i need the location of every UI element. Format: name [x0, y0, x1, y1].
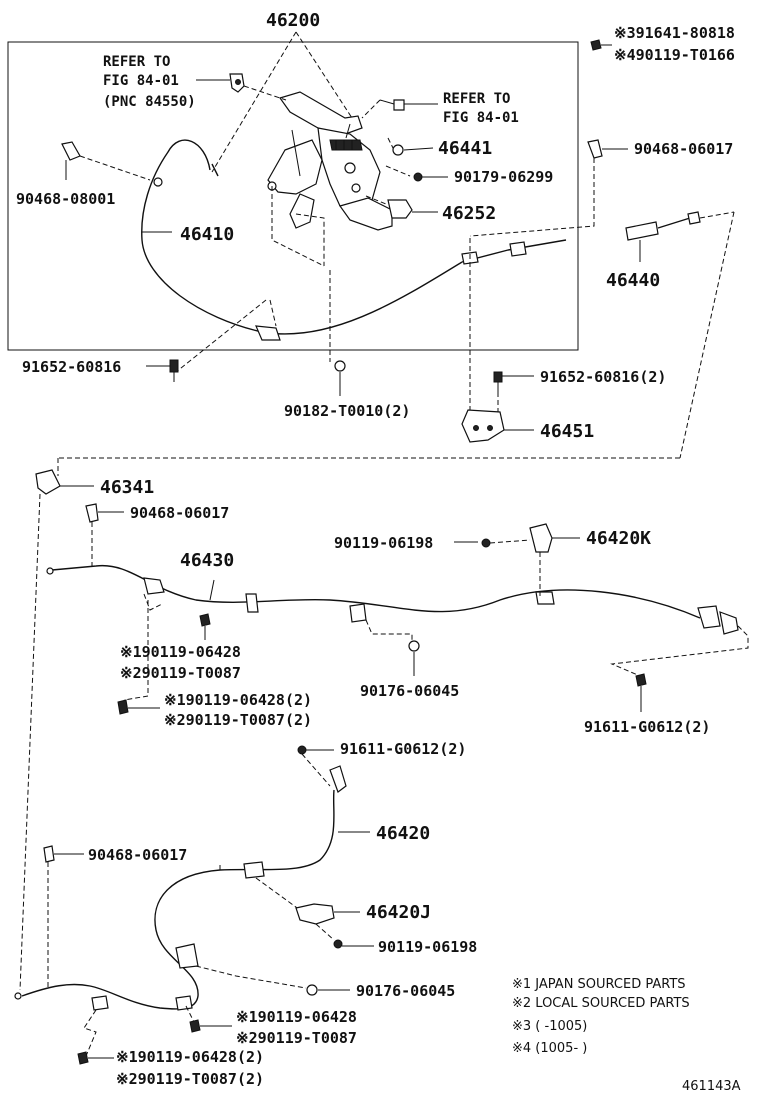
bolt-90119-06428-d — [77, 1009, 114, 1065]
ref2-line-a: REFER TO — [443, 91, 510, 107]
bolt-90119-06428-a — [123, 593, 211, 701]
bolt-91652-b — [469, 238, 534, 414]
label-90468-06017-b: 90468-06017 — [130, 504, 229, 522]
note-japan-sourced: ※1 JAPAN SOURCED PARTS — [512, 977, 686, 992]
dashed-left-vertical — [19, 493, 41, 991]
bolt-90119-06428-c — [185, 1005, 232, 1033]
label-90119-06428-c: ※190119-06428 — [236, 1008, 357, 1026]
note-range-until-1005: ※3 ( -1005) — [512, 1019, 587, 1034]
label-90119-t0087-c: ※290119-T0087 — [236, 1029, 357, 1047]
label-90468-08001: 90468-08001 — [16, 190, 115, 208]
label-46200: 46200 — [266, 10, 320, 31]
bolt-91611-b — [297, 745, 334, 787]
ref2-line-b: FIG 84-01 — [443, 110, 519, 126]
note-range-from-1005: ※4 (1005- ) — [512, 1041, 587, 1056]
label-90119-06198-a: 90119-06198 — [334, 534, 433, 552]
cable-46420 — [14, 765, 370, 1011]
cable-46440 — [461, 211, 701, 265]
label-91611-g0612-a: 91611-G0612(2) — [584, 718, 710, 736]
bolt-91641 — [590, 39, 612, 51]
label-46440: 46440 — [606, 270, 660, 291]
label-46420k: 46420K — [586, 528, 651, 549]
clip-90468-06017-b — [85, 503, 124, 566]
label-90176-06045-a: 90176-06045 — [360, 682, 459, 700]
label-90119-06198-b: 90119-06198 — [378, 938, 477, 956]
nut-90179 — [385, 165, 448, 182]
parking-brake-pedal-assembly — [267, 91, 393, 231]
label-90468-06017-c: 90468-06017 — [88, 846, 187, 864]
cable-46410 — [141, 139, 463, 373]
label-90119-t0166: ※490119-T0166 — [614, 46, 735, 64]
part-46341 — [35, 469, 94, 495]
part-46252 — [365, 195, 438, 219]
label-90119-06428-b: ※190119-06428(2) — [164, 691, 312, 709]
leader-pedal-bolts — [271, 186, 331, 362]
note-local-sourced: ※2 LOCAL SOURCED PARTS — [512, 996, 690, 1011]
bolt-91652-a — [146, 359, 179, 382]
part-46441 — [387, 137, 434, 156]
clip-90468-08001 — [61, 141, 151, 181]
dashed-connector-main — [57, 211, 735, 476]
part-46420k — [454, 523, 580, 596]
bolt-90119-06428-b — [117, 699, 160, 715]
cable-46430 — [46, 564, 749, 677]
nut-90182 — [334, 360, 346, 396]
label-90176-06045-b: 90176-06045 — [356, 982, 455, 1000]
refer-fig-84-01: REFER TO FIG 84-01 — [361, 91, 519, 126]
clip-90468-06017-a — [469, 139, 628, 237]
ref1-line-b: FIG 84-01 — [103, 73, 179, 89]
footnotes: ※1 JAPAN SOURCED PARTS ※2 LOCAL SOURCED … — [512, 977, 690, 1056]
label-90119-t0087-a: ※290119-T0087 — [120, 664, 241, 682]
part-46420j — [255, 877, 360, 925]
label-91641-80818: ※391641-80818 — [614, 24, 735, 42]
label-46420: 46420 — [376, 823, 430, 844]
label-91611-g0612-b: 91611-G0612(2) — [340, 740, 466, 758]
clip-90176-06045-b — [195, 965, 350, 996]
ref1-line-c: (PNC 84550) — [103, 94, 196, 110]
clip-90468-06017-c — [43, 845, 84, 990]
label-91652-60816-b: 91652-60816(2) — [540, 368, 666, 386]
label-90119-t0087-d: ※290119-T0087(2) — [116, 1070, 264, 1088]
label-90119-06428-d: ※190119-06428(2) — [116, 1048, 264, 1066]
label-91652-60816-a: 91652-60816 — [22, 358, 121, 376]
bracket-46451 — [461, 409, 534, 443]
leader-46200 — [211, 31, 353, 173]
clip-90176-06045-a — [365, 619, 420, 676]
label-90182-t0010: 90182-T0010(2) — [284, 402, 410, 420]
label-46252: 46252 — [442, 203, 496, 224]
ref1-line-a: REFER TO — [103, 54, 170, 70]
label-90119-t0087-b: ※290119-T0087(2) — [164, 711, 312, 729]
figure-code: 461143A — [682, 1079, 741, 1094]
label-90468-06017-a: 90468-06017 — [634, 140, 733, 158]
label-46420j: 46420J — [366, 902, 431, 923]
label-90179-06299: 90179-06299 — [454, 168, 553, 186]
refer-fig-84-01-pnc: REFER TO FIG 84-01 (PNC 84550) — [103, 54, 287, 110]
label-46451: 46451 — [540, 421, 594, 442]
assembly-frame — [7, 41, 579, 351]
bolt-90119-06198-b — [315, 923, 374, 949]
label-46341: 46341 — [100, 477, 154, 498]
bolt-91611-a — [635, 673, 647, 712]
label-46441: 46441 — [438, 138, 492, 159]
label-46410: 46410 — [180, 224, 234, 245]
label-90119-06428-a: ※190119-06428 — [120, 643, 241, 661]
label-46430: 46430 — [180, 550, 234, 571]
